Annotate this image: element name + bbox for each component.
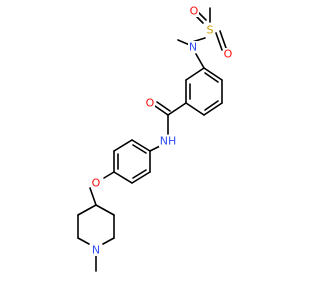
atom-o-sulfonyl-2: O — [223, 48, 233, 61]
molecule-structure: N S O O O NH O N — [77, 5, 233, 272]
bond-s-o1-b — [197, 11, 207, 21]
pip-bond-3 — [77, 237, 90, 245]
ring2-bond-5 — [131, 171, 151, 184]
atom-n-sulfonamide-label: N — [189, 41, 197, 54]
atom-o-ether-label: O — [92, 177, 101, 190]
atom-labels: N S O O O NH O N — [91, 5, 233, 257]
ring1-bond-4 — [203, 102, 223, 116]
bond-s-o2-a — [215, 32, 223, 51]
ring1-double-2 — [204, 100, 219, 111]
atom-nh-amide: NH — [159, 135, 177, 148]
pip-bond-6 — [95, 204, 115, 216]
atom-n-sulfonamide: N — [188, 41, 198, 54]
atom-n-piperidine: N — [91, 244, 101, 257]
bond-oether-pip — [89, 187, 97, 206]
atom-o-sulfonyl-1: O — [189, 5, 199, 18]
atom-s: S — [205, 24, 215, 37]
ring2-double-3 — [132, 169, 147, 179]
ring1-bond-6 — [203, 67, 223, 81]
atom-nh-amide-label: NH — [160, 135, 177, 148]
bond-s-o2-b — [219, 30, 227, 49]
bond-ring-carbonyl — [167, 102, 187, 116]
bond-n-ring — [195, 53, 205, 69]
ring2-double-1 — [132, 144, 147, 154]
atom-o-ether: O — [91, 177, 101, 190]
bonds — [77, 7, 227, 272]
bond-carbonyl-double-a — [154, 105, 169, 116]
bond-nh-ring2 — [149, 145, 161, 152]
atom-o-carbonyl: O — [145, 97, 155, 110]
ring1-bond-1 — [185, 67, 205, 81]
ring2-bond-1 — [131, 139, 151, 152]
ring1-bond-3 — [185, 102, 205, 116]
ring2-bond-2 — [113, 139, 133, 152]
ring2-bond-4 — [113, 171, 133, 184]
atom-n-piperidine-label: N — [92, 244, 100, 257]
atom-o-carbonyl-label: O — [146, 97, 155, 110]
atom-o-sulfonyl-1-label: O — [190, 5, 199, 18]
atom-s-label: S — [207, 24, 214, 37]
pip-bond-1 — [77, 204, 97, 216]
pip-bond-4 — [102, 237, 115, 245]
ring1-double-3 — [204, 72, 219, 83]
bond-ring2-oether — [103, 171, 115, 179]
atom-o-sulfonyl-2-label: O — [224, 48, 233, 61]
bond-carbonyl-double-b — [156, 101, 171, 112]
